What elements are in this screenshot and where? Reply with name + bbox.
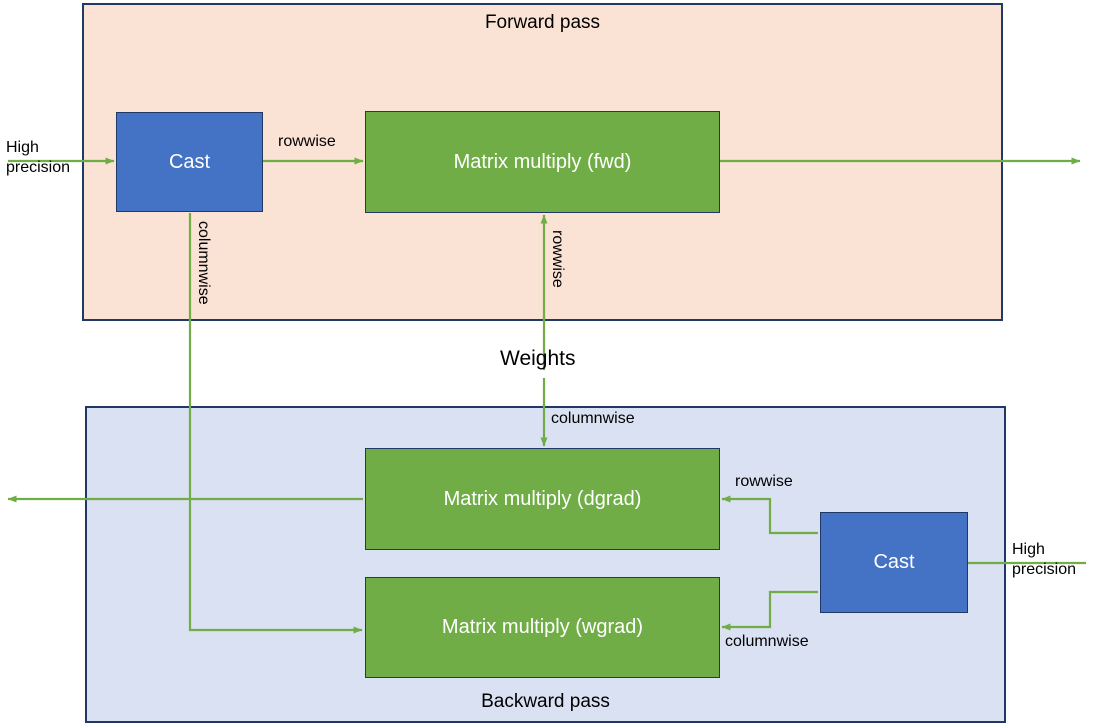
high-precision-right-line2: precision [1012, 561, 1077, 578]
high-precision-left-line1: High [6, 139, 39, 156]
label-rowwise-cast-to-matmul-fwd: rowwise [278, 133, 336, 150]
label-columnwise-weights-down: columnwise [551, 410, 635, 427]
high-precision-left-line2: precision [6, 159, 71, 176]
node-cast-forward[interactable]: Cast [116, 112, 263, 212]
high-precision-left-label: High precision [6, 138, 70, 178]
node-cast-backward[interactable]: Cast [820, 512, 968, 613]
label-rowwise-weights-up: rowwise [549, 230, 566, 288]
backward-pass-title: Backward pass [481, 691, 610, 712]
high-precision-right-label: High precision [1012, 540, 1076, 580]
node-matrix-multiply-wgrad[interactable]: Matrix multiply (wgrad) [365, 577, 720, 678]
node-matrix-multiply-fwd[interactable]: Matrix multiply (fwd) [365, 111, 720, 213]
label-columnwise-cast-fwd-down: columnwise [195, 221, 212, 305]
node-matrix-multiply-dgrad[interactable]: Matrix multiply (dgrad) [365, 448, 720, 550]
label-columnwise-cast-bwd-to-wgrad: columnwise [725, 633, 809, 650]
weights-label: Weights [500, 347, 576, 370]
high-precision-right-line1: High [1012, 541, 1045, 558]
label-rowwise-cast-bwd-to-dgrad: rowwise [735, 473, 793, 490]
forward-pass-title: Forward pass [484, 12, 601, 33]
